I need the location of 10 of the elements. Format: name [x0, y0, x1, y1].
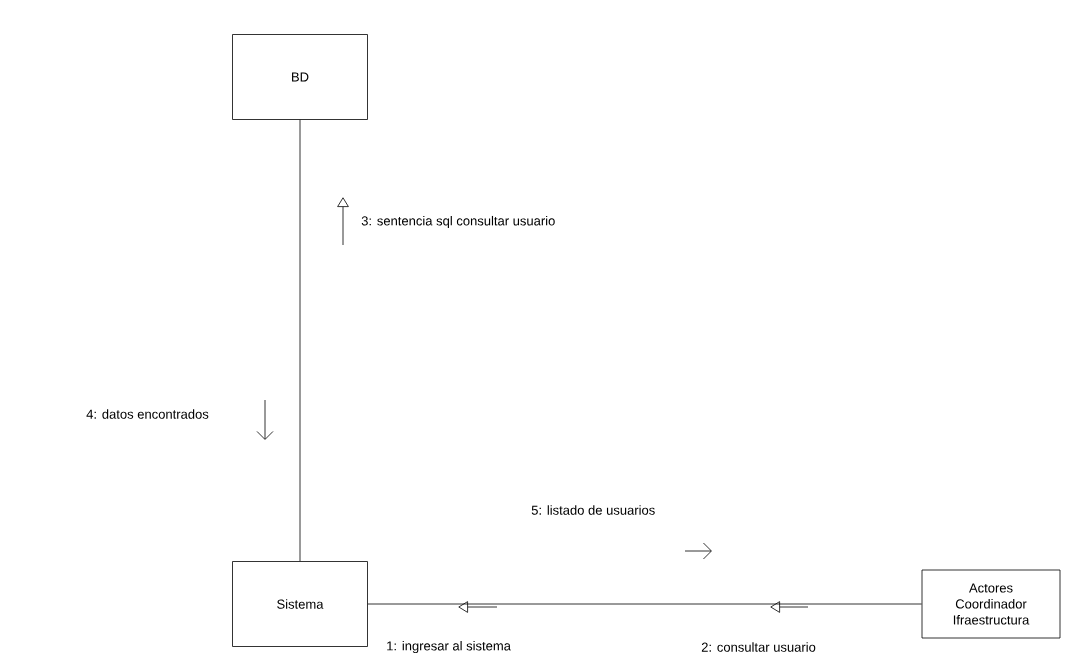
object-box: Sistema [232, 561, 368, 647]
message-label: 1: ingresar al sistema [387, 640, 511, 654]
message-label: 2: consultar usuario [701, 642, 816, 652]
object-box: Actores Coordinador Ifraestructura [921, 569, 1061, 639]
message-label: 3: sentencia sql consultar usuario [361, 215, 555, 229]
link-line [299, 119, 301, 562]
message-label: 4: datos encontrados [86, 409, 209, 419]
link-line [367, 603, 922, 605]
message-label: 5: listado de usuarios [531, 505, 655, 515]
object-box: BD [232, 34, 368, 120]
